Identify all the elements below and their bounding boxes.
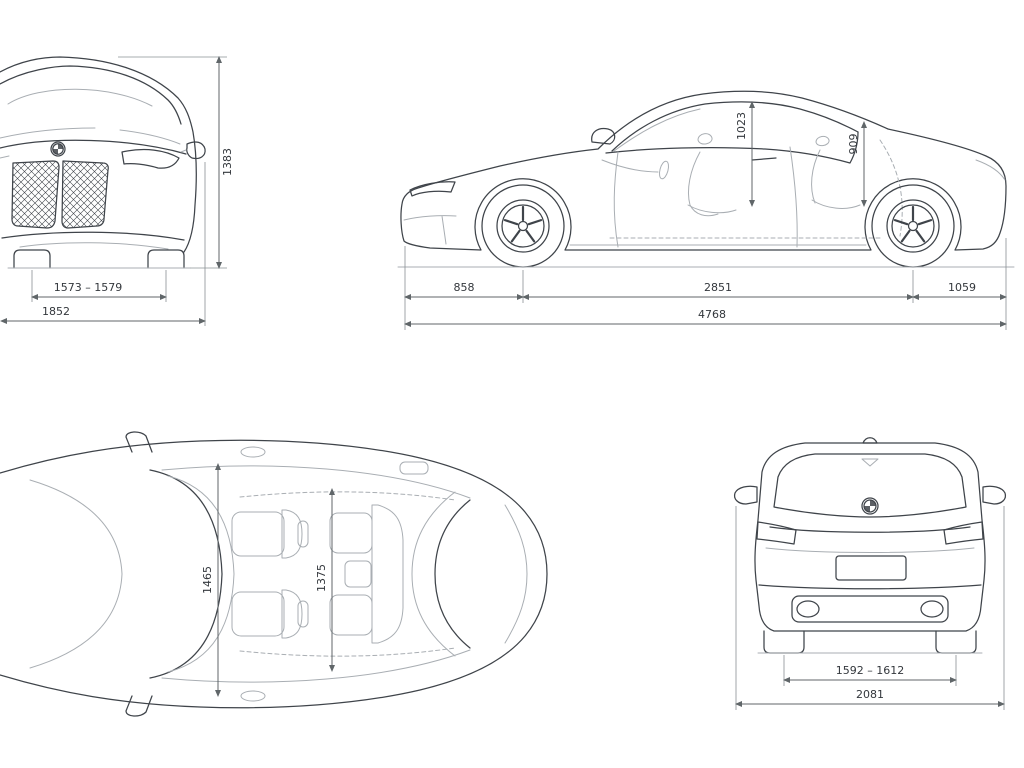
dim-interior-width-front: 1465 [201, 566, 214, 594]
taillight-left [756, 521, 797, 545]
dim-rear-width: 2081 [856, 688, 884, 701]
side-belt-line [605, 131, 859, 164]
front-silhouette [0, 56, 197, 253]
front-view-dimensions: 1383 1573 – 1579 1852 [0, 56, 234, 326]
bmw-logo-rear-icon [861, 497, 879, 515]
exhaust-right [920, 600, 944, 618]
exhaust-left [796, 600, 820, 618]
headlight-right [121, 148, 180, 169]
dim-overhang-rear: 1059 [948, 281, 976, 294]
rear-wheel [871, 184, 955, 268]
rear-window [773, 453, 967, 518]
top-view-seats [231, 491, 456, 657]
rear-tire-left [763, 630, 805, 654]
dim-front-track: 1573 – 1579 [54, 281, 122, 294]
rear-mirror-left [733, 485, 758, 505]
mirror-right [186, 141, 206, 160]
front-bumper [1, 231, 185, 241]
interior-seats [601, 133, 903, 239]
side-view-dimensions: 1023 909 858 2851 1059 4768 [404, 101, 1007, 330]
rear-window-arc [434, 499, 471, 649]
trunk-crease [769, 526, 971, 533]
rear-view: 1592 – 1612 2081 [733, 437, 1007, 710]
dim-headroom-front: 1023 [735, 112, 748, 140]
rear-silhouette [754, 442, 986, 632]
top-mirror-left [125, 431, 153, 453]
side-glass-top [611, 101, 859, 152]
front-view-body [0, 56, 206, 269]
side-silhouette [400, 90, 1007, 251]
dim-interior-width-rear: 1375 [315, 564, 328, 592]
dim-rear-track: 1592 – 1612 [836, 664, 904, 677]
front-wheel [481, 184, 565, 268]
dim-front-width: 1852 [42, 305, 70, 318]
rear-bumper-line [758, 584, 982, 590]
bmw-logo-icon [50, 141, 66, 157]
side-view: 1023 909 858 2851 1059 4768 [397, 90, 1015, 330]
front-windshield [0, 65, 182, 125]
rear-tire-right [935, 630, 977, 654]
side-mirror [591, 127, 616, 145]
top-silhouette [0, 439, 548, 709]
top-view-dimensions: 1465 1375 [201, 463, 335, 697]
dim-front-height: 1383 [221, 148, 234, 176]
dim-overhang-front: 858 [454, 281, 475, 294]
side-view-body [397, 90, 1015, 268]
rear-mirror-right [982, 485, 1007, 505]
top-view: 1465 1375 [0, 431, 548, 717]
front-tire-left [13, 249, 51, 269]
diffuser [791, 595, 949, 623]
kidney-grille-left [11, 160, 60, 229]
front-tire-right [147, 249, 185, 269]
license-plate [835, 555, 907, 581]
door-handle [751, 157, 777, 161]
dim-headroom-rear: 909 [847, 134, 860, 155]
top-mirror-right [125, 695, 153, 717]
taillight-right [943, 521, 984, 545]
rear-view-body [733, 437, 1007, 654]
front-view: 1383 1573 – 1579 1852 [0, 56, 234, 326]
rear-view-dimensions: 1592 – 1612 2081 [735, 506, 1005, 710]
kidney-grille-right [61, 160, 109, 229]
dim-length: 4768 [698, 308, 726, 321]
top-view-body [0, 431, 548, 717]
dim-wheelbase: 2851 [704, 281, 732, 294]
hood-crease [0, 139, 187, 155]
side-headlight [409, 181, 456, 197]
windshield-arc [149, 469, 223, 679]
roof-antenna [862, 437, 878, 444]
